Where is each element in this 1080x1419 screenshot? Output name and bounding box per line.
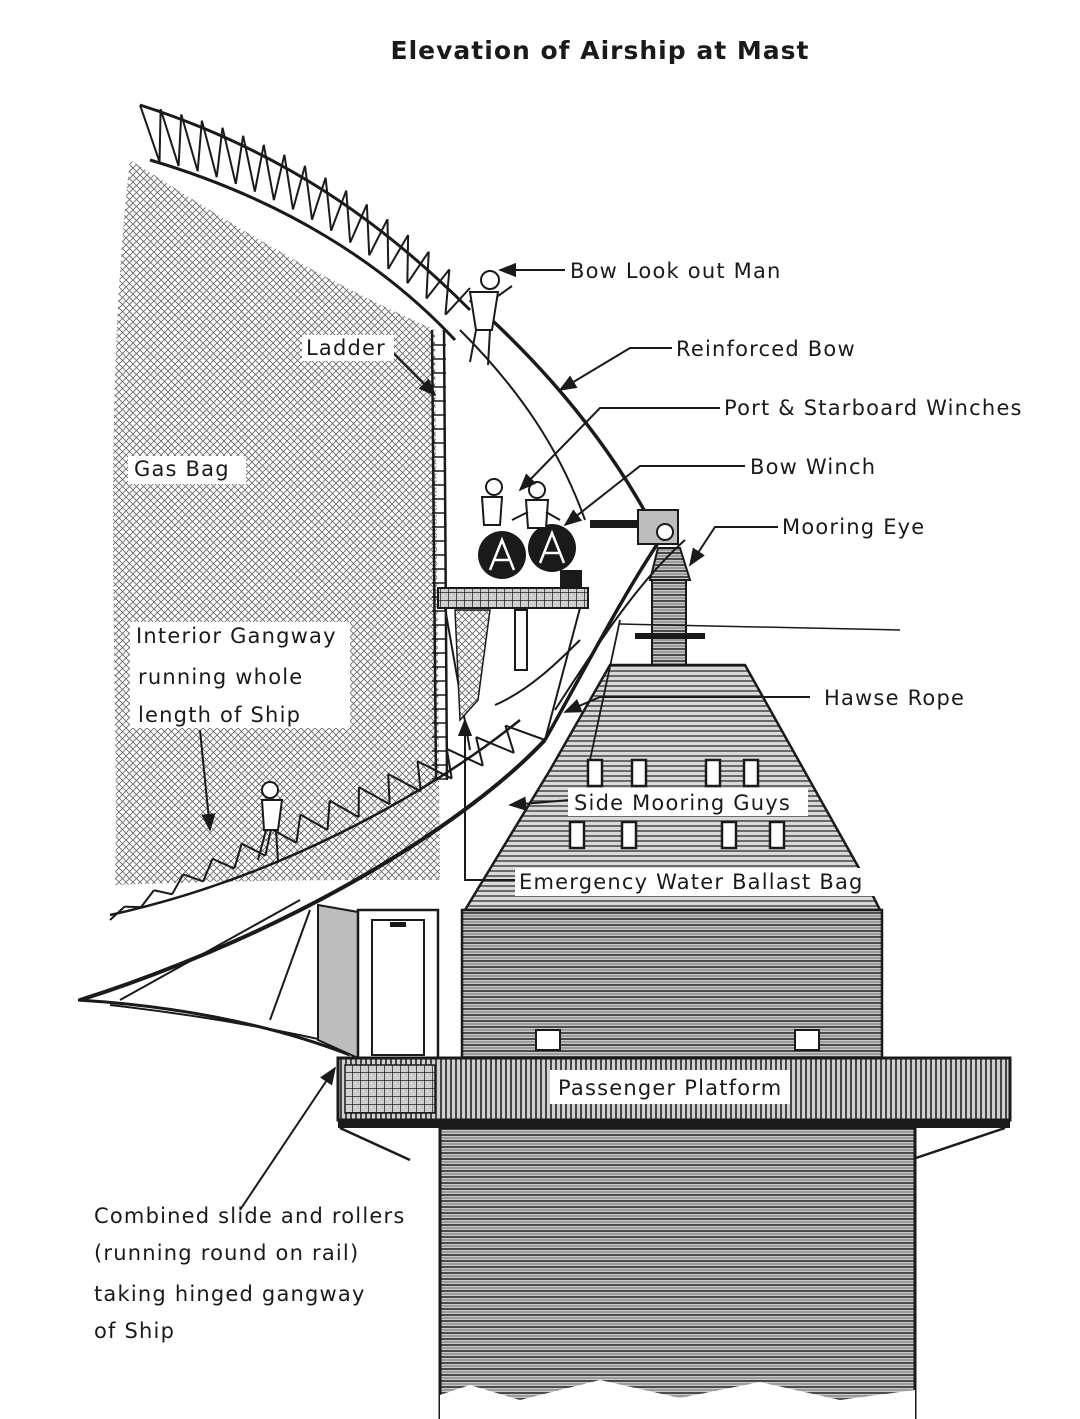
winch-crew-figures (480, 478, 561, 529)
mast-window (586, 758, 604, 788)
label-slide-rollers-line4: of Ship (94, 1319, 175, 1343)
gangway-door (317, 903, 440, 1060)
label-side-mooring-guys: Side Mooring Guys (574, 791, 791, 815)
label-emergency-ballast: Emergency Water Ballast Bag (519, 870, 864, 894)
label-port-starboard-winches: Port & Starboard Winches (724, 396, 1023, 420)
mast-window (704, 758, 722, 788)
label-interior-gangway-line2: running whole (138, 665, 303, 689)
label-slide-rollers-line3: taking hinged gangway (94, 1282, 366, 1306)
label-bow-winch: Bow Winch (750, 455, 876, 479)
label-hawse-rope: Hawse Rope (824, 686, 965, 710)
upper-girder (139, 103, 472, 342)
gangway-crew-figure (257, 781, 284, 863)
mast-window (630, 758, 648, 788)
label-interior-gangway-line1: Interior Gangway (136, 624, 337, 648)
label-ladder: Ladder (306, 336, 386, 360)
label-reinforced-bow: Reinforced Bow (676, 337, 856, 361)
side-mooring-guy (589, 619, 621, 761)
winch-platform (437, 587, 589, 751)
mast-window (720, 820, 738, 850)
label-slide-rollers-line1: Combined slide and rollers (94, 1204, 405, 1228)
bow-winch (590, 509, 679, 545)
diagram-title: Elevation of Airship at Mast (391, 36, 810, 65)
mast-window (568, 820, 586, 850)
bow-fairing (77, 998, 351, 1057)
lower-girder-truss (109, 724, 546, 921)
mast-body (460, 908, 884, 1060)
mast-tower (438, 1126, 917, 1419)
label-gas-bag: Gas Bag (134, 457, 230, 481)
label-interior-gangway-line3: length of Ship (138, 703, 301, 727)
mast-window (620, 820, 638, 850)
label-bow-look-out-man: Bow Look out Man (570, 259, 782, 283)
label-slide-rollers-line2: (running round on rail) (94, 1241, 359, 1265)
mast-top-structure (462, 663, 883, 912)
label-passenger-platform: Passenger Platform (558, 1076, 782, 1100)
label-backgrounds (128, 335, 875, 1104)
port-starboard-winches (478, 524, 582, 588)
bow-look-out-man-figure (468, 270, 513, 366)
mast-window (742, 758, 760, 788)
label-mooring-eye: Mooring Eye (782, 515, 925, 539)
mast-windows (568, 758, 786, 850)
lower-hull-curve (79, 738, 547, 1002)
mooring-mast-head (635, 547, 705, 666)
leader-lines (199, 262, 901, 1211)
mast-window (768, 820, 786, 850)
upper-girder-truss (139, 104, 471, 316)
hawse-rope (554, 539, 686, 711)
